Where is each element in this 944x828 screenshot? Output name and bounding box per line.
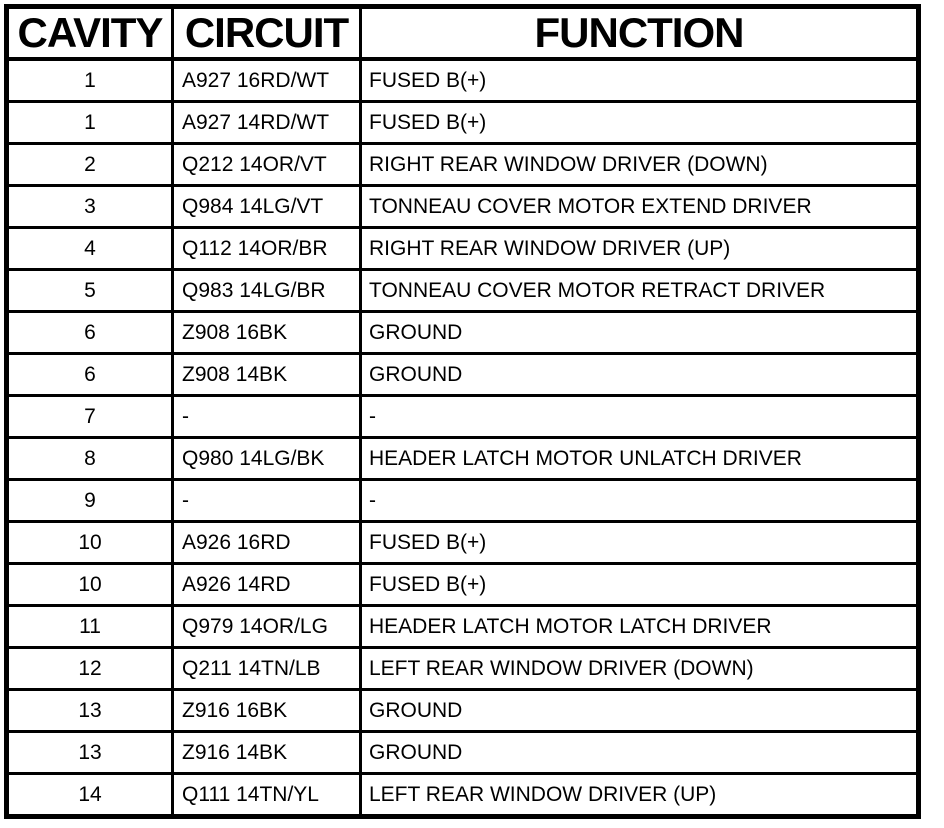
circuit-cell: Q112 14OR/BR xyxy=(171,226,362,271)
function-cell: FUSED B(+) xyxy=(359,100,920,145)
function-cell: HEADER LATCH MOTOR UNLATCH DRIVER xyxy=(359,436,920,481)
cavity-cell: 10 xyxy=(5,562,174,607)
cavity-cell: 10 xyxy=(5,520,174,565)
cavity-cell: 3 xyxy=(5,184,174,229)
function-cell: - xyxy=(359,394,920,439)
circuit-cell: Z908 14BK xyxy=(171,352,362,397)
function-cell: FUSED B(+) xyxy=(359,57,920,103)
function-cell: GROUND xyxy=(359,310,920,355)
function-cell: RIGHT REAR WINDOW DRIVER (DOWN) xyxy=(359,142,920,187)
function-cell: GROUND xyxy=(359,730,920,775)
cavity-cell: 14 xyxy=(5,772,174,818)
table-row: 7-- xyxy=(5,394,920,439)
cavity-cell: 7 xyxy=(5,394,174,439)
function-cell: TONNEAU COVER MOTOR EXTEND DRIVER xyxy=(359,184,920,229)
circuit-cell: Z916 14BK xyxy=(171,730,362,775)
circuit-cell: Q111 14TN/YL xyxy=(171,772,362,818)
function-cell: FUSED B(+) xyxy=(359,562,920,607)
cavity-cell: 6 xyxy=(5,310,174,355)
cavity-cell: 4 xyxy=(5,226,174,271)
column-header-cavity: CAVITY xyxy=(5,5,174,61)
cavity-cell: 12 xyxy=(5,646,174,691)
circuit-cell: - xyxy=(171,478,362,523)
table-row: 9-- xyxy=(5,478,920,523)
table-header: CAVITY CIRCUIT FUNCTION xyxy=(5,5,920,61)
function-cell: GROUND xyxy=(359,688,920,733)
cavity-cell: 6 xyxy=(5,352,174,397)
cavity-cell: 5 xyxy=(5,268,174,313)
cavity-cell: 1 xyxy=(5,57,174,103)
column-header-function: FUNCTION xyxy=(359,5,920,61)
cavity-cell: 9 xyxy=(5,478,174,523)
circuit-cell: - xyxy=(171,394,362,439)
cavity-cell: 13 xyxy=(5,688,174,733)
circuit-cell: A927 14RD/WT xyxy=(171,100,362,145)
circuit-cell: Q211 14TN/LB xyxy=(171,646,362,691)
circuit-cell: Q983 14LG/BR xyxy=(171,268,362,313)
circuit-cell: Q979 14OR/LG xyxy=(171,604,362,649)
circuit-cell: Q984 14LG/VT xyxy=(171,184,362,229)
function-cell: LEFT REAR WINDOW DRIVER (UP) xyxy=(359,772,920,818)
function-cell: LEFT REAR WINDOW DRIVER (DOWN) xyxy=(359,646,920,691)
circuit-cell: Z916 16BK xyxy=(171,688,362,733)
function-cell: FUSED B(+) xyxy=(359,520,920,565)
column-header-circuit: CIRCUIT xyxy=(171,5,362,61)
circuit-cell: Q212 14OR/VT xyxy=(171,142,362,187)
function-cell: GROUND xyxy=(359,352,920,397)
circuit-cell: A926 14RD xyxy=(171,562,362,607)
cavity-cell: 11 xyxy=(5,604,174,649)
function-cell: TONNEAU COVER MOTOR RETRACT DRIVER xyxy=(359,268,920,313)
cavity-cell: 8 xyxy=(5,436,174,481)
function-cell: - xyxy=(359,478,920,523)
function-cell: RIGHT REAR WINDOW DRIVER (UP) xyxy=(359,226,920,271)
header-row: CAVITY CIRCUIT FUNCTION xyxy=(5,5,920,61)
function-cell: HEADER LATCH MOTOR LATCH DRIVER xyxy=(359,604,920,649)
circuit-cell: A927 16RD/WT xyxy=(171,57,362,103)
circuit-cell: A926 16RD xyxy=(171,520,362,565)
cavity-cell: 13 xyxy=(5,730,174,775)
circuit-cell: Z908 16BK xyxy=(171,310,362,355)
cavity-cell: 2 xyxy=(5,142,174,187)
cavity-cell: 1 xyxy=(5,100,174,145)
circuit-cell: Q980 14LG/BK xyxy=(171,436,362,481)
